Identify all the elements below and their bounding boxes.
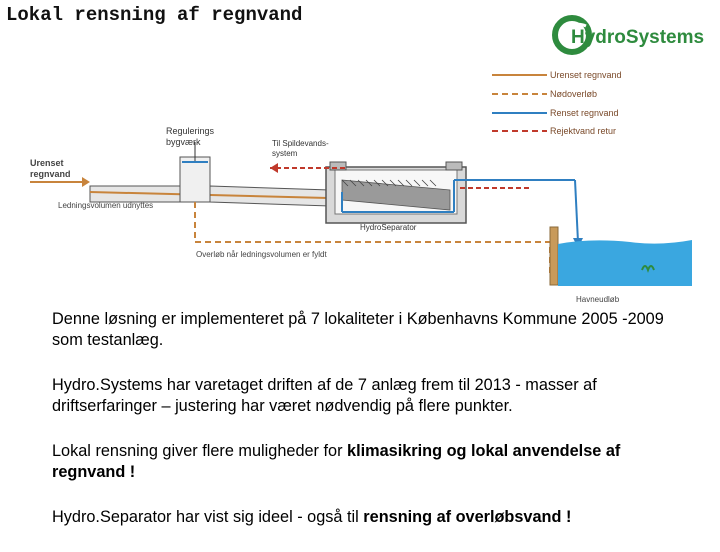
label-overlob: Overløb når ledningsvolumen er fyldt xyxy=(196,250,328,259)
label-bygvaerk: bygværk xyxy=(166,137,201,147)
paragraph-3-text: Lokal rensning giver flere muligheder fo… xyxy=(52,442,348,460)
paragraph-4-text: Hydro.Separator har vist sig ideel - ogs… xyxy=(52,508,364,526)
label-hydroseparator: HydroSeparator xyxy=(360,223,417,232)
label-urenset-2: regnvand xyxy=(30,169,71,179)
label-ledningsvolumen: Ledningsvolumen udnyttes xyxy=(58,201,153,210)
paragraph-4: Hydro.Separator har vist sig ideel - ogs… xyxy=(52,507,692,528)
body-text: Denne løsning er implementeret på 7 loka… xyxy=(52,309,692,552)
logo-ring-icon xyxy=(552,15,592,55)
legend-label-rejekt: Rejektvand retur xyxy=(550,126,616,136)
label-spildevand-1: Til Spildevands- xyxy=(272,139,329,148)
outlet-line xyxy=(270,163,583,248)
paragraph-3-emphasis: klimasikring og lokal anvendelse af regn… xyxy=(52,442,621,481)
logo-text: HydroSystems xyxy=(571,27,704,48)
paragraph-3: Lokal rensning giver flere muligheder fo… xyxy=(52,441,692,483)
legend: Urenset regnvand Nødoverløb Renset regnv… xyxy=(492,70,622,136)
legend-label-urenset: Urenset regnvand xyxy=(550,70,622,80)
legend-label-renset: Renset regnvand xyxy=(550,108,619,118)
harbour xyxy=(549,226,692,286)
hydrosystems-logo: HydroSystems xyxy=(552,15,704,55)
system-diagram: Urenset regnvand Nødoverløb Renset regnv… xyxy=(30,70,692,304)
paragraph-1: Denne løsning er implementeret på 7 loka… xyxy=(52,310,664,349)
page-title: Lokal rensning af regnvand xyxy=(6,4,303,26)
label-urenset-1: Urenset xyxy=(30,158,64,168)
hydroseparator-tank xyxy=(325,161,470,224)
label-spildevand-2: system xyxy=(272,149,298,158)
label-regulerings: Regulerings xyxy=(166,126,215,136)
legend-label-nodoverlob: Nødoverløb xyxy=(550,89,597,99)
paragraph-4-emphasis: rensning af overløbsvand ! xyxy=(363,508,572,526)
regulation-structure xyxy=(179,142,211,203)
paragraph-2: Hydro.Systems har varetaget driften af d… xyxy=(52,376,597,415)
label-havneudlob: Havneudløb xyxy=(576,295,620,304)
